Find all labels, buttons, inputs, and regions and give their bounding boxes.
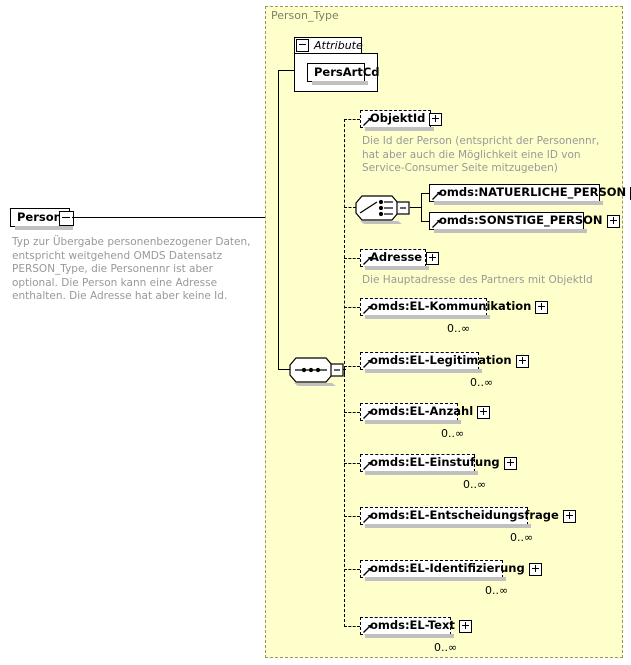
element-natuerliche-person-label: omds:NATUERLICHE_PERSON [439, 185, 627, 200]
branch-el-entscheidungsfrage [344, 516, 360, 517]
cardinality-el-text: 0..∞ [434, 641, 458, 654]
box-shadow [365, 577, 506, 581]
attribute-persartcd-label: PersArtCd [314, 64, 380, 79]
type-container-label: Person_Type [271, 9, 339, 22]
box-shadow [365, 315, 490, 319]
element-sonstige-person[interactable]: omds:SONSTIGE_PERSON [429, 212, 620, 233]
box-shadow [365, 266, 429, 270]
box-shadow [365, 471, 478, 475]
element-el-einstufung-toggle[interactable] [503, 456, 517, 470]
attribute-group-body: PersArtCd [294, 53, 380, 92]
element-person-documentation: Typ zur Übergabe personenbezogener Daten… [12, 236, 254, 302]
element-el-identifizierung-label: omds:EL-Identifizierung [370, 561, 525, 576]
sequence-compositor[interactable] [289, 356, 344, 386]
element-el-kommunikation[interactable]: omds:EL-Kommunikation [360, 298, 549, 319]
box-shadow [312, 81, 368, 85]
element-objektid-toggle[interactable] [429, 112, 443, 126]
element-el-kommunikation-label: omds:EL-Kommunikation [370, 299, 532, 314]
element-natuerliche-person[interactable]: omds:NATUERLICHE_PERSON [429, 184, 631, 205]
element-el-entscheidungsfrage-label: omds:EL-Entscheidungsfrage [370, 508, 559, 523]
element-el-text-label: omds:EL-Text [370, 618, 455, 633]
element-objektid-documentation: Die Id der Person (entspricht der Person… [362, 135, 603, 174]
box-shadow [365, 634, 454, 638]
element-adresse-documentation: Die Hauptadresse des Partners mit Objekt… [362, 274, 593, 286]
cardinality-el-legitimation: 0..∞ [470, 376, 494, 389]
element-adresse-label: Adresse [370, 250, 423, 265]
element-person[interactable]: Person [10, 208, 73, 230]
minus-icon [62, 217, 70, 218]
trunk-to-sequence [278, 369, 290, 370]
element-el-einstufung[interactable]: omds:EL-Einstufung [360, 454, 517, 475]
element-el-anzahl-label: omds:EL-Anzahl [370, 404, 474, 419]
element-el-identifizierung-toggle[interactable] [528, 562, 542, 576]
attribute-group-header[interactable]: Attribute [294, 37, 363, 54]
choice-branch-top [421, 193, 429, 194]
branch-el-kommunikation [344, 307, 360, 308]
element-sonstige-person-toggle[interactable] [606, 214, 620, 228]
element-el-legitimation-label: omds:EL-Legitimation [370, 353, 512, 368]
trunk-vertical [278, 70, 279, 370]
cardinality-el-einstufung: 0..∞ [463, 478, 487, 491]
cardinality-el-anzahl: 0..∞ [441, 427, 465, 440]
element-el-entscheidungsfrage[interactable]: omds:EL-Entscheidungsfrage [360, 507, 576, 528]
box-shadow [365, 127, 434, 131]
child-trunk-vertical-lower [344, 369, 345, 627]
element-el-text-toggle[interactable] [458, 619, 472, 633]
element-objektid-label: ObjektId [370, 111, 426, 126]
element-person-toggle[interactable] [59, 211, 74, 226]
sequence-node-icon [289, 357, 344, 386]
trunk-to-attribute-group [278, 70, 296, 71]
cardinality-el-kommunikation: 0..∞ [447, 322, 471, 335]
element-el-kommunikation-toggle[interactable] [535, 300, 549, 314]
branch-adresse [344, 258, 360, 259]
connector-person-to-type [72, 217, 265, 218]
type-container-person-type [265, 6, 623, 658]
branch-objektid [344, 119, 360, 120]
branch-el-einstufung [344, 463, 360, 464]
element-sonstige-person-label: omds:SONSTIGE_PERSON [439, 213, 603, 228]
choice-node-icon [355, 195, 410, 224]
element-objektid[interactable]: ObjektId [360, 110, 443, 131]
choice-branch-bottom [421, 221, 429, 222]
element-el-entscheidungsfrage-toggle[interactable] [562, 509, 576, 523]
element-el-einstufung-label: omds:EL-Einstufung [370, 455, 500, 470]
element-el-legitimation-toggle[interactable] [515, 354, 529, 368]
branch-el-legitimation [344, 366, 360, 367]
element-person-label: Person [17, 209, 62, 224]
attribute-group-label: Attribute [314, 39, 363, 52]
element-el-text[interactable]: omds:EL-Text [360, 617, 472, 638]
element-adresse[interactable]: Adresse [360, 249, 440, 270]
box-shadow [434, 229, 587, 233]
branch-el-text [344, 626, 360, 627]
attribute-group-toggle[interactable] [296, 39, 309, 52]
box-shadow [365, 369, 482, 373]
box-shadow [15, 226, 73, 230]
branch-el-identifizierung [344, 569, 360, 570]
choice-stub [410, 207, 422, 208]
box-shadow [434, 201, 603, 205]
cardinality-el-identifizierung: 0..∞ [485, 584, 509, 597]
branch-el-anzahl [344, 412, 360, 413]
attribute-persartcd[interactable]: PersArtCd [307, 63, 380, 85]
child-trunk-vertical [344, 119, 345, 374]
element-el-identifizierung[interactable]: omds:EL-Identifizierung [360, 560, 542, 581]
box-shadow [365, 524, 531, 528]
branch-choice [344, 207, 356, 208]
element-el-anzahl-toggle[interactable] [477, 405, 491, 419]
element-adresse-toggle[interactable] [426, 251, 440, 265]
cardinality-el-entscheidungsfrage: 0..∞ [510, 531, 534, 544]
choice-compositor[interactable] [355, 194, 413, 224]
element-el-anzahl[interactable]: omds:EL-Anzahl [360, 403, 491, 424]
attribute-group: Attribute PersArtCd [294, 37, 380, 92]
element-el-legitimation[interactable]: omds:EL-Legitimation [360, 352, 529, 373]
box-shadow [365, 420, 461, 424]
choice-branch-vertical [421, 193, 422, 222]
